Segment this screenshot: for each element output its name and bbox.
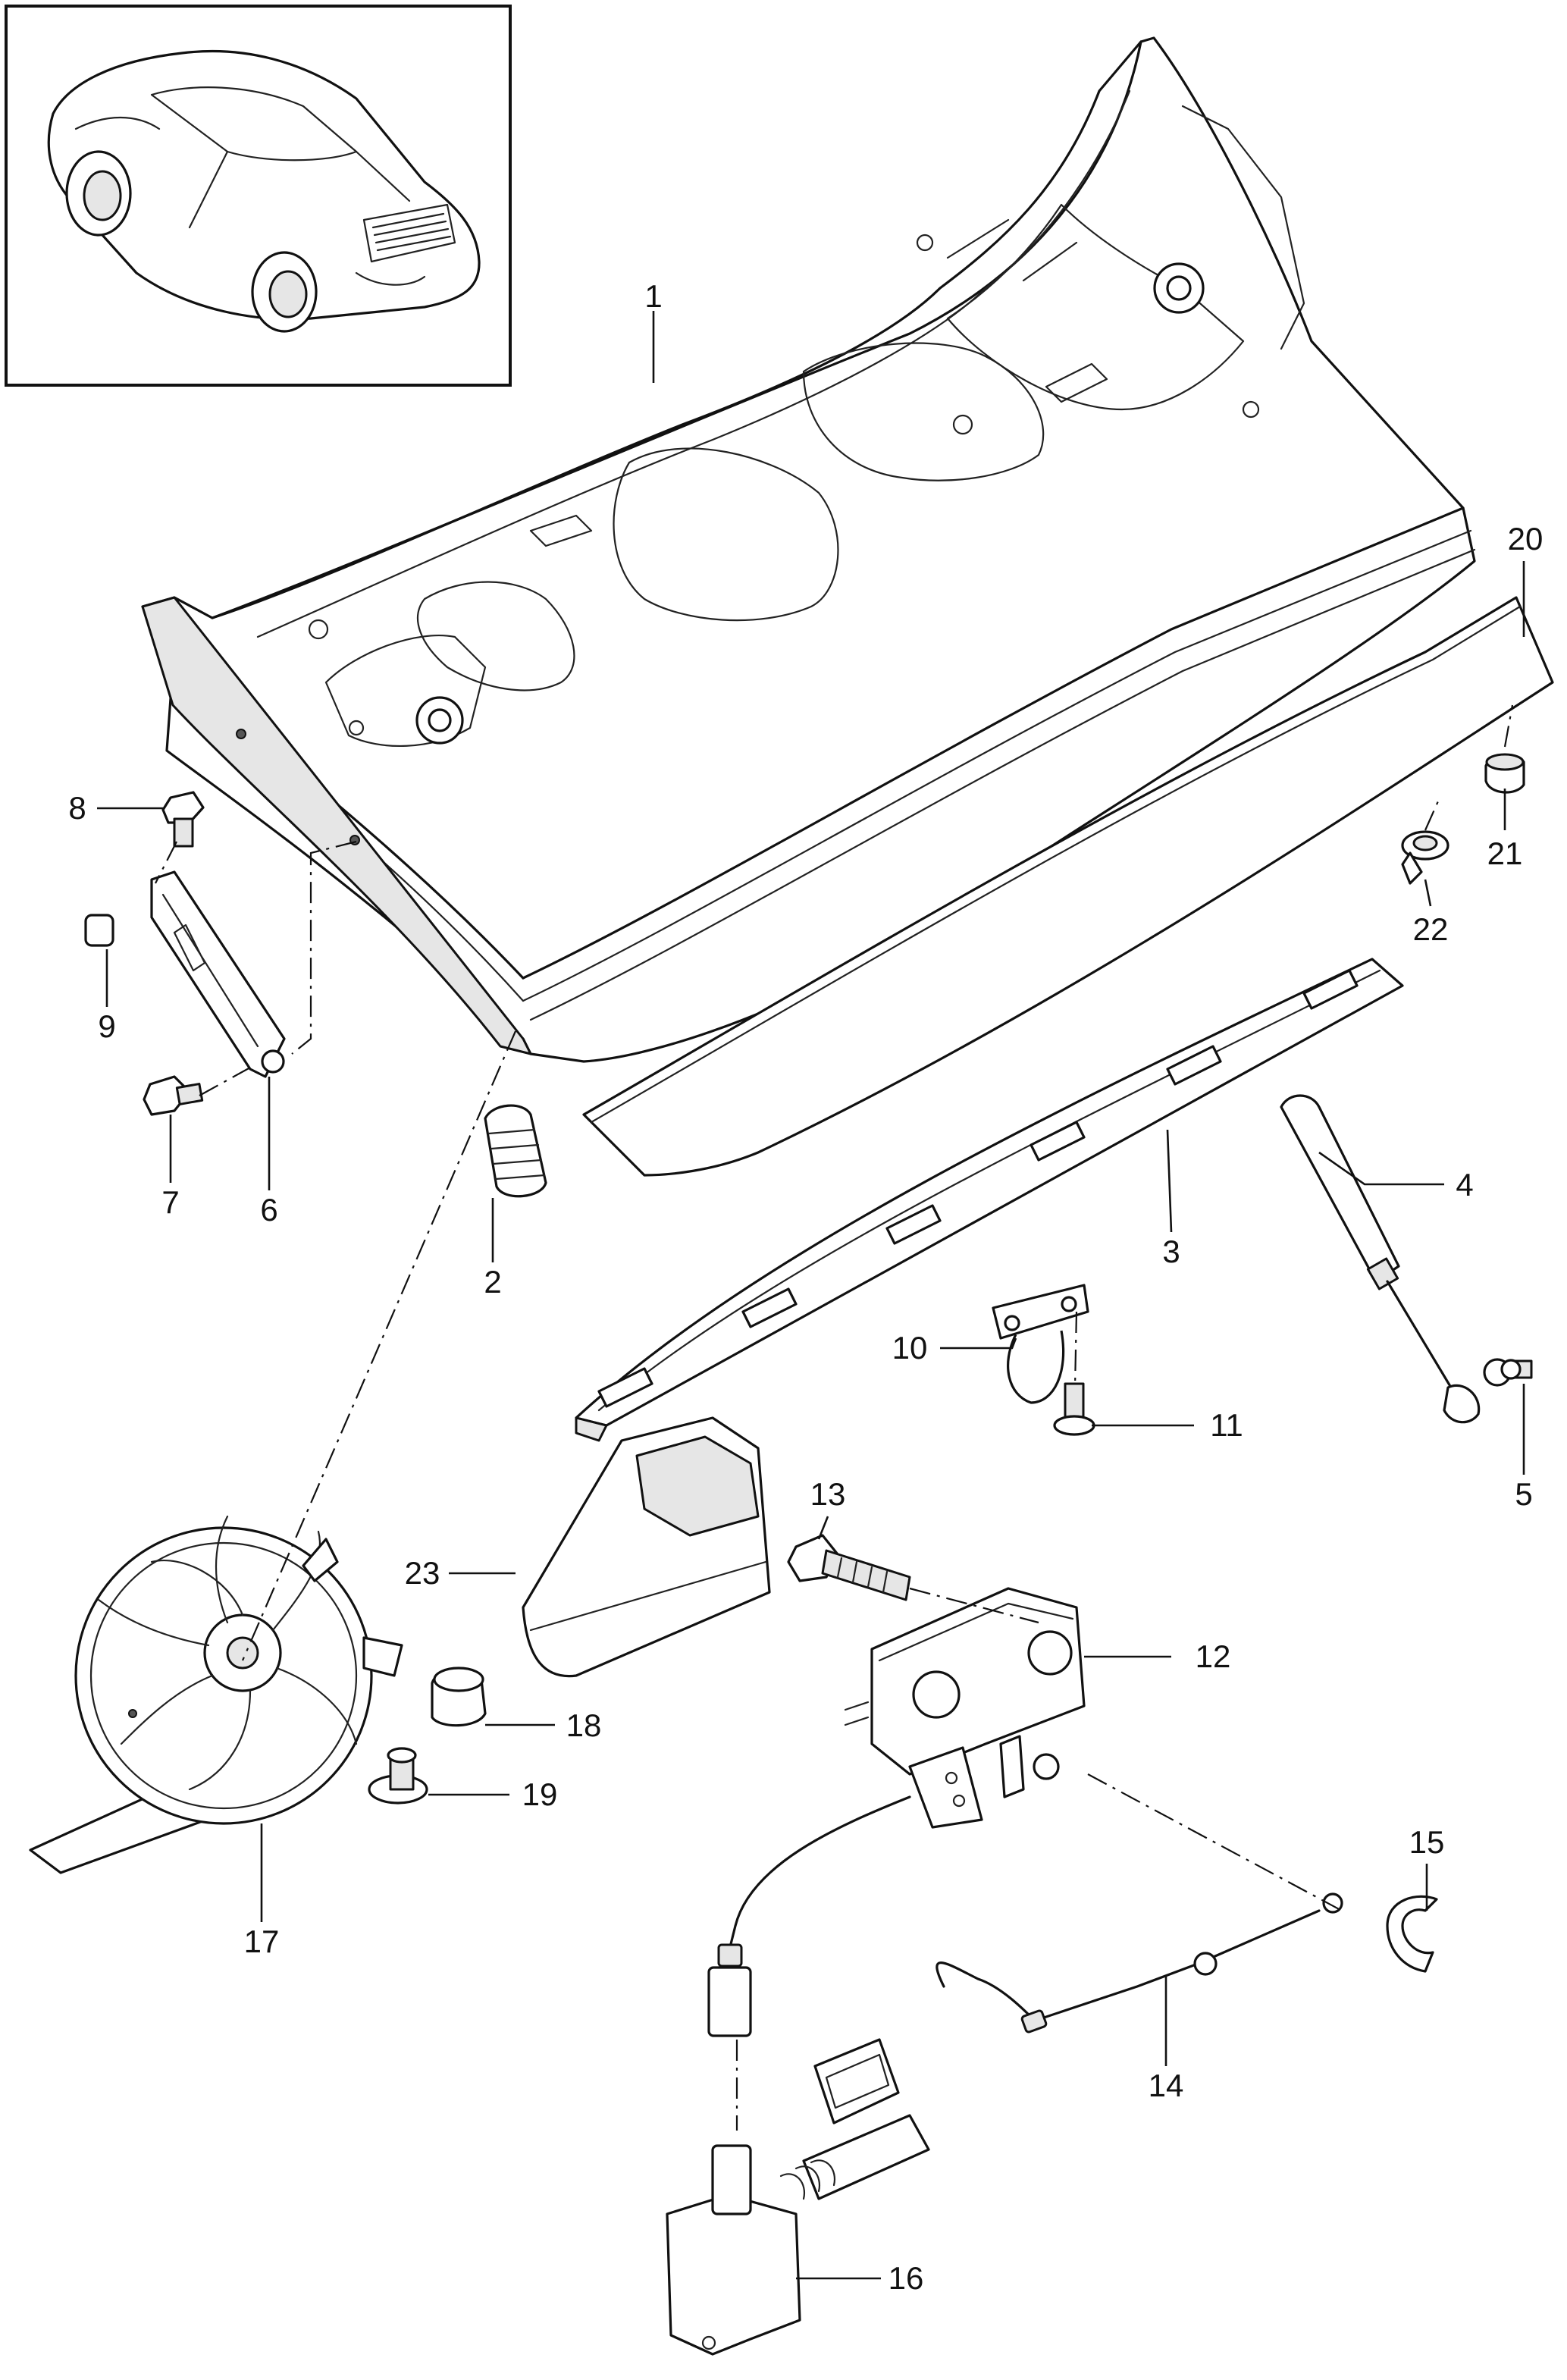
- leader-lines: [97, 311, 1525, 2280]
- screw-11[interactable]: [1053, 1382, 1095, 1436]
- bolt-7[interactable]: [143, 1075, 204, 1116]
- assembly-lines: [155, 704, 1514, 1911]
- callout-15: 15: [1409, 1824, 1445, 1860]
- bolt-8[interactable]: [161, 791, 205, 848]
- callout-10: 10: [892, 1330, 928, 1366]
- callout-19: 19: [522, 1776, 558, 1812]
- lid-mount-left: [415, 696, 464, 745]
- lid-trim-strip[interactable]: [582, 596, 1554, 1177]
- ball-stud[interactable]: [1483, 1358, 1533, 1387]
- switch-16[interactable]: [666, 2038, 930, 2356]
- cap-9[interactable]: [84, 914, 114, 947]
- vehicle-inset[interactable]: [5, 5, 512, 387]
- lid-lock[interactable]: [844, 1587, 1086, 1829]
- bushing-18[interactable]: [431, 1667, 487, 1727]
- callout-16: 16: [888, 2260, 924, 2296]
- callout-labels: 1 2 3 4 5 6 7 8 9 10 11 12 13 14 15 16 1…: [68, 278, 1543, 2296]
- hinge-bracket[interactable]: [150, 870, 286, 1078]
- callout-14: 14: [1149, 2068, 1184, 2103]
- car-illustration: [47, 49, 481, 333]
- callout-7: 7: [161, 1184, 179, 1220]
- rear-lid-panel[interactable]: [141, 36, 1476, 1063]
- callout-12: 12: [1196, 1638, 1231, 1674]
- callout-2: 2: [484, 1264, 501, 1300]
- callout-6: 6: [260, 1192, 277, 1228]
- callout-18: 18: [566, 1707, 602, 1743]
- bolt-13[interactable]: [787, 1534, 911, 1601]
- callout-4: 4: [1456, 1167, 1473, 1203]
- callout-5: 5: [1515, 1476, 1532, 1512]
- nut-21[interactable]: [1484, 753, 1525, 794]
- callout-22: 22: [1413, 911, 1449, 947]
- gas-strut[interactable]: [1280, 1094, 1481, 1424]
- bolt-19[interactable]: [368, 1747, 428, 1805]
- callout-20: 20: [1508, 521, 1543, 557]
- callout-8: 8: [68, 790, 86, 826]
- rubber-buffer[interactable]: [484, 1104, 547, 1198]
- fan-assembly[interactable]: [29, 1515, 403, 1874]
- callout-9: 9: [98, 1008, 115, 1044]
- callout-11: 11: [1210, 1407, 1243, 1443]
- bracket-hook[interactable]: [992, 1284, 1089, 1404]
- clip-nut-22[interactable]: [1401, 830, 1449, 885]
- lock-wiring[interactable]: [707, 1795, 911, 2131]
- lid-mount-right: [1153, 262, 1205, 314]
- seal-strip[interactable]: [575, 958, 1404, 1442]
- callout-1: 1: [644, 278, 662, 314]
- callout-21: 21: [1487, 836, 1523, 871]
- callout-13: 13: [810, 1476, 846, 1512]
- callout-3: 3: [1162, 1234, 1180, 1269]
- callout-17: 17: [244, 1924, 280, 1959]
- release-cable[interactable]: [935, 1892, 1343, 2034]
- callout-23: 23: [405, 1555, 440, 1591]
- cover[interactable]: [522, 1416, 771, 1678]
- clip-15[interactable]: [1386, 1895, 1438, 1973]
